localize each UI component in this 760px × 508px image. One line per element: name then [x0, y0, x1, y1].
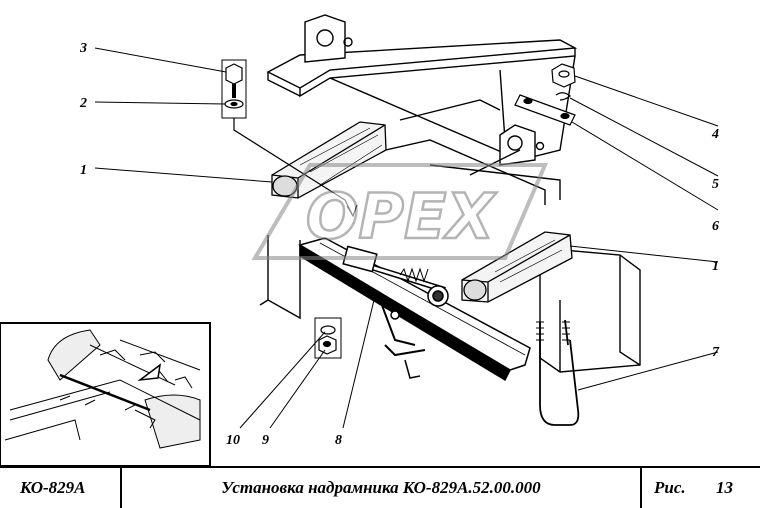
subframe-channel [298, 237, 531, 382]
figure-number: 13 [716, 478, 733, 497]
drawing-title: Установка надрамника КО-829А.52.00.000 [221, 478, 541, 497]
figure-label: Рис. [654, 478, 686, 497]
leader-lines [94, 47, 719, 429]
callout-labels: 3 2 1 4 5 6 1 7 8 9 10 [79, 41, 720, 448]
callout-10: 10 [226, 433, 240, 448]
title-separator-1 [120, 468, 122, 508]
callout-1-right: 1 [712, 259, 719, 274]
callout-5: 5 [712, 177, 719, 192]
assembly-drawing: OPEX 3 2 1 4 5 6 1 7 8 9 10 [0, 14, 720, 466]
callout-7: 7 [712, 345, 720, 360]
callout-1-left: 1 [80, 163, 87, 178]
nut-washer-plate-group [514, 63, 576, 126]
callout-6: 6 [712, 219, 719, 234]
title-block: КО-829А Установка надрамника КО-829А.52.… [0, 466, 760, 508]
model-code: КО-829А [20, 478, 86, 497]
inset-overview [0, 322, 211, 466]
title-separator-2 [640, 468, 642, 508]
callout-3: 3 [79, 41, 87, 56]
bolt-washer-group [221, 59, 358, 218]
callout-8: 8 [335, 433, 342, 448]
callout-9: 9 [262, 433, 269, 448]
wooden-block-right [461, 231, 573, 303]
u-bolt [536, 319, 580, 426]
watermark-text: OPEX [306, 180, 497, 253]
callout-4: 4 [711, 127, 719, 142]
nut-washer-lower-group [314, 317, 342, 359]
callout-2: 2 [79, 96, 87, 111]
opex-watermark: OPEX [251, 163, 549, 260]
